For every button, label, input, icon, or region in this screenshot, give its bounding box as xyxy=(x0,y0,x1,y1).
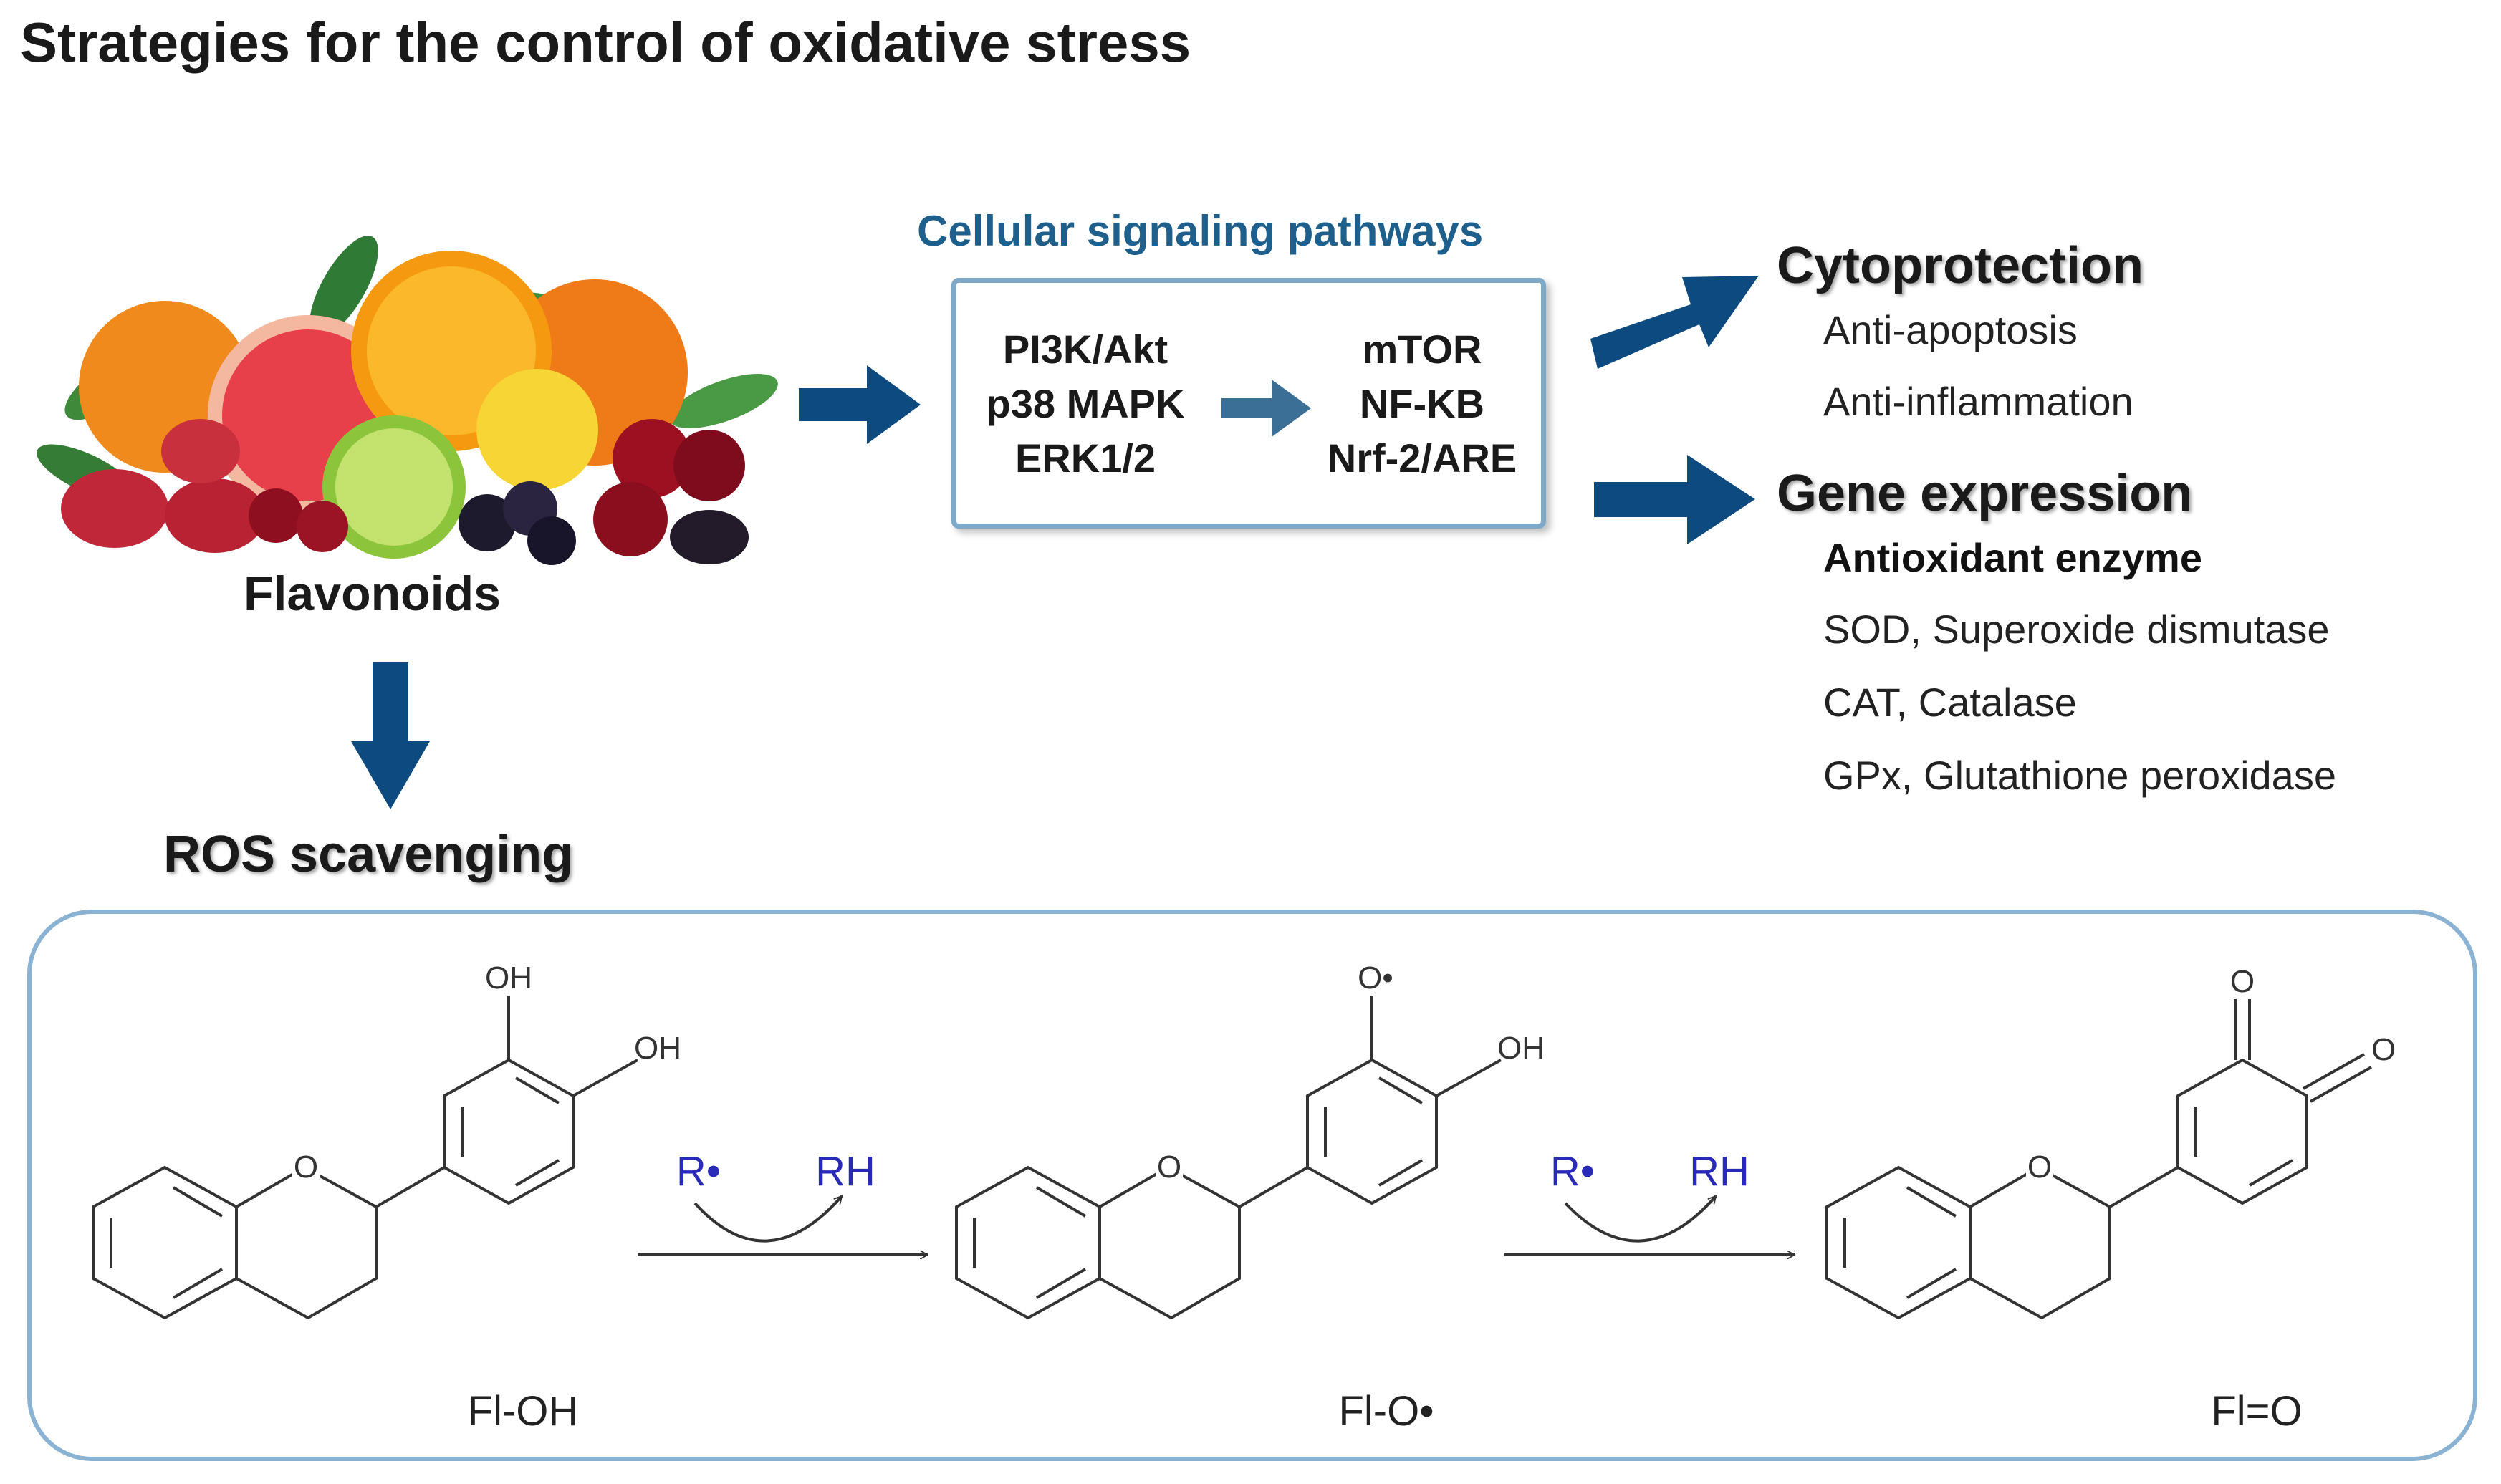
pathway-item: mTOR xyxy=(1362,327,1482,372)
signaling-downstream-list: mTOR NF-KB Nrf-2/ARE xyxy=(1304,322,1540,486)
hydroxyl-side-label: OH xyxy=(634,1031,681,1066)
molecule-fl-quinone xyxy=(1825,999,2372,1320)
ros-heading: ROS scavenging xyxy=(163,826,574,883)
molecule-fl-o-radical xyxy=(955,996,1502,1320)
signaling-upstream-list: PI3K/Akt p38 MAPK ERK1/2 xyxy=(960,322,1211,486)
ring-oxygen-label: O xyxy=(1157,1150,1181,1185)
molecule-label: Fl-OH xyxy=(468,1388,579,1435)
ros-panel xyxy=(27,910,2477,1461)
signaling-box xyxy=(951,278,1546,529)
pathway-item: Nrf-2/ARE xyxy=(1327,435,1517,481)
arrow-to-ros xyxy=(351,662,430,809)
arrow-to-gene-expression xyxy=(1594,455,1755,544)
enzyme-item: GPx, Glutathione peroxidase xyxy=(1823,753,2336,798)
molecule-fl-oh xyxy=(92,996,638,1320)
enzyme-item: SOD, Superoxide dismutase xyxy=(1823,607,2330,652)
hydroxyl-top-label: OH xyxy=(485,960,532,996)
hydroxyl-side-label: OH xyxy=(1497,1031,1545,1066)
ring-oxygen-label: O xyxy=(294,1150,318,1185)
gene-expression-heading: Gene expression xyxy=(1777,465,2193,522)
pathway-item: PI3K/Akt xyxy=(1002,327,1168,372)
arrow-to-cytoprotection xyxy=(1590,276,1759,369)
radical-reactant: R• xyxy=(676,1148,721,1195)
cytoprotection-heading: Cytoprotection xyxy=(1777,237,2144,294)
reaction-arrow-2 xyxy=(1504,1196,1795,1255)
signaling-arrow xyxy=(1221,380,1311,437)
page-title: Strategies for the control of oxidative … xyxy=(20,11,1191,74)
reaction-arrow-1 xyxy=(638,1196,928,1255)
arrow-to-signaling xyxy=(799,365,921,444)
enzyme-item: CAT, Catalase xyxy=(1823,680,2077,725)
fruit-illustration xyxy=(37,236,778,565)
ros-reaction-scheme: O OH OH Fl-OH R• RH O O• OH Fl-O• R• RH xyxy=(92,960,2396,1435)
oxyl-radical-label: O• xyxy=(1358,960,1393,996)
reduced-product: RH xyxy=(815,1148,875,1195)
pathway-item: ERK1/2 xyxy=(1014,435,1156,481)
reduced-product: RH xyxy=(1689,1148,1749,1195)
radical-reactant: R• xyxy=(1550,1148,1595,1195)
ring-oxygen-label: O xyxy=(2027,1150,2052,1185)
carbonyl-side-label: O xyxy=(2371,1032,2396,1067)
molecule-label: Fl=O xyxy=(2211,1388,2302,1435)
cytoprotection-item: Anti-apoptosis xyxy=(1823,307,2078,352)
molecule-label: Fl-O• xyxy=(1338,1388,1434,1435)
pathway-item: NF-KB xyxy=(1359,381,1485,426)
gene-expression-subheading: Antioxidant enzyme xyxy=(1823,535,2202,580)
flavonoids-label: Flavonoids xyxy=(244,567,501,621)
pathway-item: p38 MAPK xyxy=(986,381,1185,426)
carbonyl-top-label: O xyxy=(2230,964,2255,999)
signaling-title: Cellular signaling pathways xyxy=(917,207,1484,255)
cytoprotection-item: Anti-inflammation xyxy=(1823,379,2133,424)
